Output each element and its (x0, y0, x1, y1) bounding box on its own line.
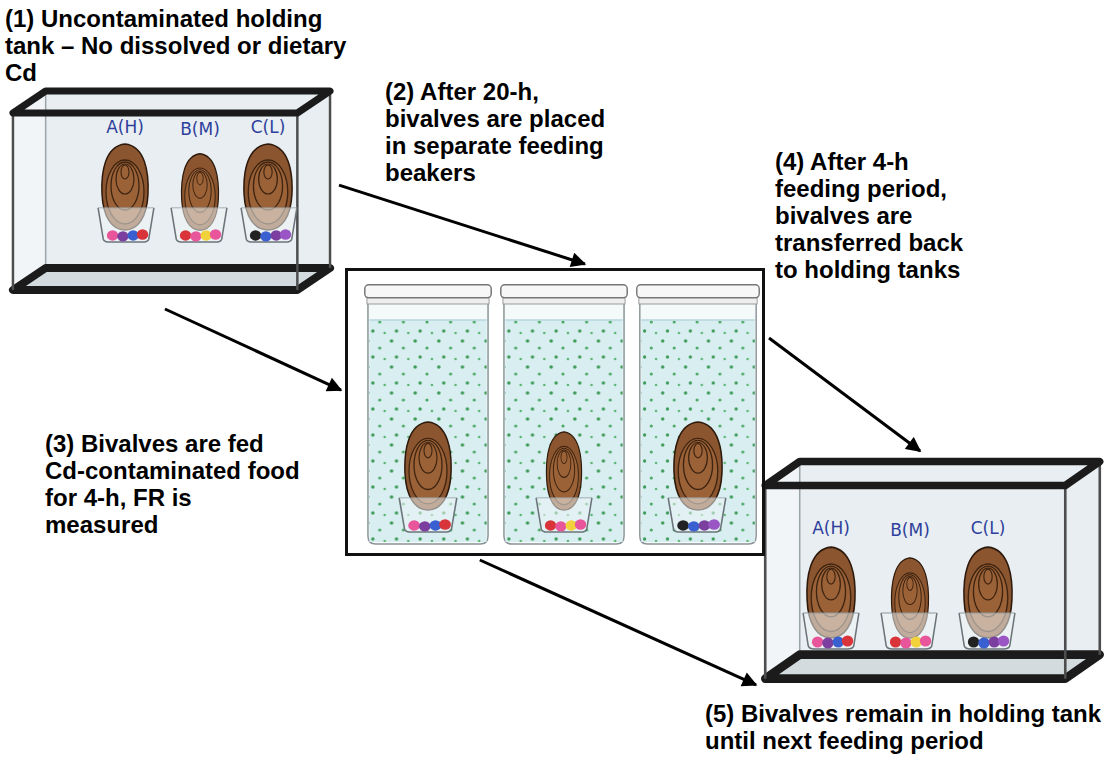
aquarium (13, 91, 330, 290)
marbles (677, 519, 720, 531)
flow-arrow (480, 560, 756, 685)
flow-arrow (339, 185, 585, 264)
marbles (408, 519, 451, 531)
marbles (250, 229, 291, 241)
bivalve-label: B(M) (170, 119, 230, 139)
cup (668, 498, 726, 532)
feeding-beaker (501, 285, 627, 544)
marbles (180, 229, 221, 241)
bivalve-label: B(M) (880, 520, 940, 540)
bivalve (405, 422, 451, 510)
holding-tank: (1) Uncontaminated holding tank – No dis… (8, 85, 335, 305)
bivalve-label: C(L) (238, 117, 298, 137)
flow-arrow (165, 309, 341, 390)
feeding-beakers-drawing (365, 285, 759, 544)
flow-arrow (769, 338, 920, 451)
step-caption: (5) Bivalves remain in holding tank unti… (705, 700, 1105, 754)
feeding-beaker (365, 285, 491, 544)
step-caption: (1) Uncontaminated holding tank – No dis… (5, 5, 355, 86)
holding-tank: (5) Bivalves remain in holding tank unti… (760, 455, 1105, 695)
step-caption: (4) After 4-h feeding period, bivalves a… (775, 148, 985, 283)
holding-tank-drawing (765, 462, 1100, 679)
marbles (890, 636, 931, 649)
aquarium (765, 462, 1100, 679)
bivalve-label: A(H) (801, 518, 861, 538)
feeding-chamber (345, 268, 765, 556)
marbles (545, 519, 586, 531)
cup (803, 613, 859, 649)
marbles (968, 636, 1009, 649)
cup (536, 498, 592, 532)
cup (959, 613, 1015, 649)
bivalve-label: C(L) (958, 518, 1018, 538)
marbles (812, 636, 853, 649)
bivalve (674, 422, 722, 510)
step-caption: (2) After 20-h, bivalves are placed in s… (385, 78, 625, 186)
cup (399, 498, 457, 532)
bivalve-label: A(H) (95, 117, 155, 137)
cup (881, 613, 937, 649)
step-caption: (3) Bivalves are fed Cd-contaminated foo… (45, 430, 305, 538)
marbles (107, 229, 148, 241)
cup (98, 208, 154, 242)
cup (171, 208, 227, 242)
cup (241, 208, 297, 242)
holding-tank-drawing (13, 91, 330, 290)
feeding-beaker (637, 285, 759, 544)
